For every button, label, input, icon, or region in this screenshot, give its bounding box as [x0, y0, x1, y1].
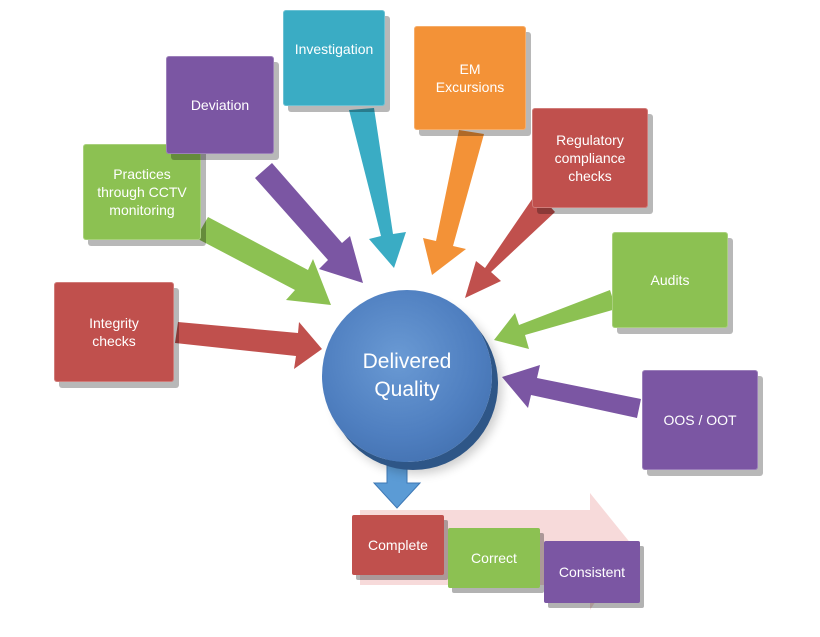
- complete-box: Complete: [352, 515, 444, 575]
- cctv-line2: through CCTV: [97, 184, 187, 200]
- cctv-line3: monitoring: [109, 202, 175, 218]
- center-line1: Delivered: [362, 350, 452, 373]
- oos-line1: OOS / OOT: [663, 412, 737, 428]
- arrow-em: [423, 130, 484, 275]
- oos-oot-box: OOS / OOT: [642, 370, 758, 470]
- consistent-label: Consistent: [558, 564, 626, 580]
- integrity-checks-box: Integrity checks: [54, 282, 174, 382]
- cctv-line1: Practices: [113, 166, 171, 182]
- arrow-audits: [494, 290, 616, 349]
- em-line1: EM: [459, 61, 481, 77]
- regulatory-line1: Regulatory: [556, 132, 624, 148]
- integrity-checks-line2: checks: [92, 333, 136, 349]
- center-line2: Quality: [374, 378, 440, 401]
- regulatory-line2: compliance: [554, 150, 626, 166]
- integrity-checks-line1: Integrity: [89, 315, 139, 331]
- audits-line1: Audits: [650, 272, 690, 288]
- complete-label: Complete: [368, 537, 428, 553]
- regulatory-line3: checks: [568, 168, 612, 184]
- arrow-oos: [502, 365, 641, 418]
- regulatory-compliance-box: Regulatory compliance checks: [532, 108, 648, 208]
- arrow-regulatory: [465, 192, 555, 298]
- arrow-integrity: [175, 322, 322, 369]
- audits-box: Audits: [612, 232, 728, 328]
- deviation-line1: Deviation: [190, 97, 250, 113]
- arrow-cctv: [196, 217, 331, 305]
- em-line2: Excursions: [435, 79, 505, 95]
- arrow-investigation: [349, 108, 406, 268]
- em-excursions-box: EM Excursions: [414, 26, 526, 130]
- investigation-line1: Investigation: [294, 41, 374, 57]
- deviation-box: Deviation: [166, 56, 274, 154]
- correct-box: Correct: [448, 528, 540, 588]
- investigation-box: Investigation: [283, 10, 385, 106]
- arrow-deviation: [255, 163, 363, 283]
- cctv-monitoring-box: Practices through CCTV monitoring: [83, 144, 201, 240]
- down-arrow: [372, 457, 422, 509]
- correct-label: Correct: [471, 550, 517, 566]
- consistent-box: Consistent: [544, 541, 640, 603]
